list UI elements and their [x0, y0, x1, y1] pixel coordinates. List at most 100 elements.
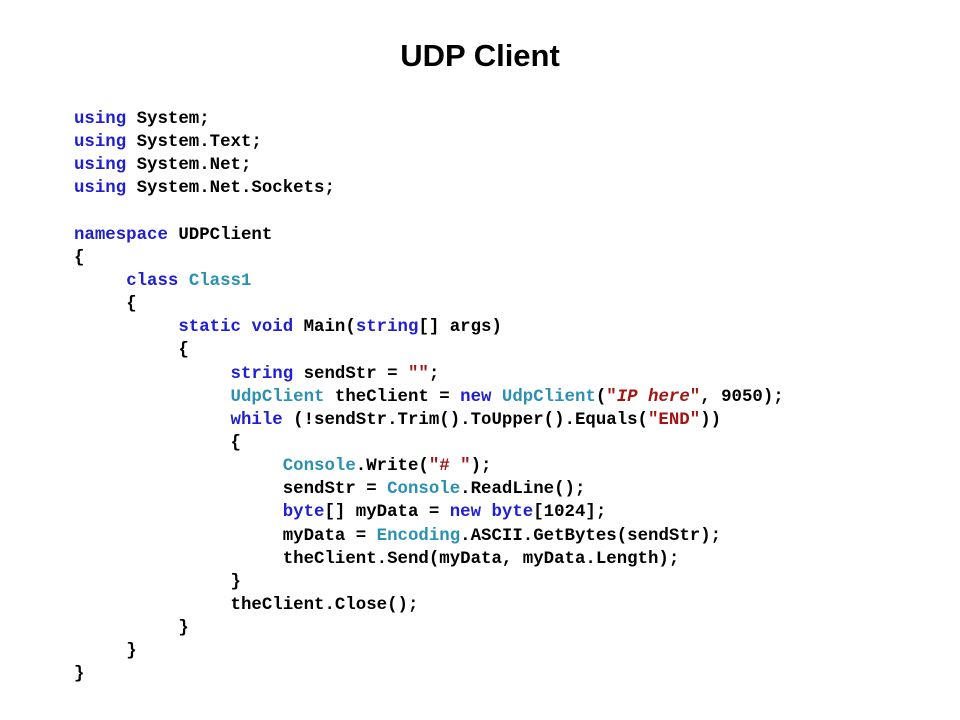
code-line: while (!sendStr.Trim().ToUpper().Equals(… — [74, 409, 784, 432]
code-text: ( — [595, 387, 607, 407]
code-line: using System.Net.Sockets; — [74, 177, 784, 200]
code-text — [241, 318, 251, 337]
code-text: sendStr = — [282, 480, 388, 500]
code-line: namespace UDPClient — [74, 224, 784, 247]
code-keyword: string — [355, 318, 419, 338]
code-line: theClient.Close(); — [74, 594, 784, 617]
code-text: (!sendStr.Trim().ToUpper().Equals( — [282, 410, 648, 430]
code-line: UdpClient theClient = new UdpClient("IP … — [74, 386, 784, 409]
code-keyword: static — [178, 318, 241, 338]
code-line: myData = Encoding.ASCII.GetBytes(sendStr… — [74, 525, 784, 548]
code-keyword: string — [230, 364, 294, 384]
code-type-name: UdpClient — [230, 387, 325, 407]
code-text: .Write( — [355, 457, 429, 477]
code-text: , 9050); — [700, 387, 784, 407]
code-indent — [74, 365, 231, 384]
code-type-name: Encoding — [376, 526, 461, 546]
code-text: ; — [428, 364, 440, 384]
code-keyword: class — [126, 271, 179, 291]
code-text: theClient = — [324, 387, 461, 407]
code-text: theClient.Close(); — [230, 595, 419, 615]
code-line: string sendStr = ""; — [74, 363, 784, 386]
code-line: theClient.Send(myData, myData.Length); — [74, 548, 784, 571]
code-text: { — [74, 248, 85, 268]
code-keyword: new — [449, 503, 482, 523]
code-line: using System.Net; — [74, 154, 784, 177]
code-line: { — [74, 432, 784, 455]
code-indent — [74, 295, 126, 314]
code-indent — [74, 596, 231, 615]
code-indent — [74, 527, 283, 546]
code-line: byte[] myData = new byte[1024]; — [74, 501, 784, 524]
code-line: { — [74, 293, 784, 316]
code-text: [] myData = — [324, 503, 450, 523]
code-line: } — [74, 617, 784, 640]
code-text: { — [126, 295, 137, 315]
code-line: static void Main(string[] args) — [74, 316, 784, 339]
slide-title: UDP Client — [400, 38, 560, 73]
code-indent — [74, 411, 231, 430]
code-indent — [74, 550, 283, 569]
code-string: "END" — [648, 410, 701, 430]
code-line: { — [74, 247, 784, 270]
code-text: theClient.Send(myData, myData.Length); — [282, 549, 680, 569]
code-line: using System.Text; — [74, 131, 784, 154]
code-line: Console.Write("# "); — [74, 455, 784, 478]
code-keyword: using — [74, 156, 127, 176]
code-text: } — [230, 572, 241, 592]
code-keyword: byte — [491, 503, 534, 523]
code-line: } — [74, 663, 784, 686]
code-text: [1024]; — [533, 503, 607, 523]
code-text: System; — [126, 110, 210, 129]
code-text — [178, 272, 188, 291]
code-text: { — [230, 433, 241, 453]
code-indent — [74, 341, 178, 360]
code-type-name: Class1 — [188, 271, 252, 291]
code-keyword: using — [74, 110, 127, 129]
code-text: System.Net.Sockets; — [126, 179, 335, 199]
code-string: " — [689, 387, 701, 407]
code-line: } — [74, 640, 784, 663]
code-text: ); — [470, 457, 492, 477]
code-type-name: UdpClient — [501, 387, 596, 407]
code-string: " — [606, 387, 617, 407]
code-keyword: void — [251, 318, 294, 338]
code-line: { — [74, 339, 784, 362]
code-text: .ReadLine(); — [460, 480, 586, 500]
code-text: [] args) — [418, 318, 502, 338]
code-text: Main( — [293, 318, 356, 338]
code-string-placeholder: IP here — [616, 387, 690, 407]
code-text: } — [74, 665, 85, 685]
code-keyword: namespace — [74, 225, 168, 245]
code-keyword: using — [74, 133, 127, 153]
code-text: )) — [700, 410, 722, 430]
code-text: myData = — [282, 526, 377, 546]
code-string: "" — [407, 364, 429, 384]
code-text: .ASCII.GetBytes(sendStr); — [460, 526, 722, 546]
code-indent — [74, 503, 283, 522]
code-text: { — [178, 341, 189, 361]
code-indent — [74, 318, 178, 337]
code-line — [74, 201, 784, 224]
code-text: System.Text; — [126, 133, 262, 153]
code-indent — [74, 480, 283, 499]
code-indent — [74, 457, 283, 476]
code-keyword: byte — [282, 503, 325, 523]
code-type-name: Console — [387, 480, 461, 500]
code-keyword: using — [74, 179, 127, 199]
code-indent — [74, 272, 126, 291]
code-keyword: while — [230, 410, 283, 430]
code-text: sendStr = — [293, 364, 408, 384]
code-indent — [74, 619, 178, 638]
code-text — [491, 388, 501, 407]
code-line: using System; — [74, 108, 784, 131]
code-indent — [74, 642, 126, 661]
code-line: sendStr = Console.ReadLine(); — [74, 478, 784, 501]
code-string: "# " — [428, 457, 471, 477]
code-line: class Class1 — [74, 270, 784, 293]
code-type-name: Console — [282, 457, 356, 477]
code-text: } — [178, 619, 189, 639]
code-indent — [74, 434, 231, 453]
code-text: UDPClient — [167, 225, 273, 245]
